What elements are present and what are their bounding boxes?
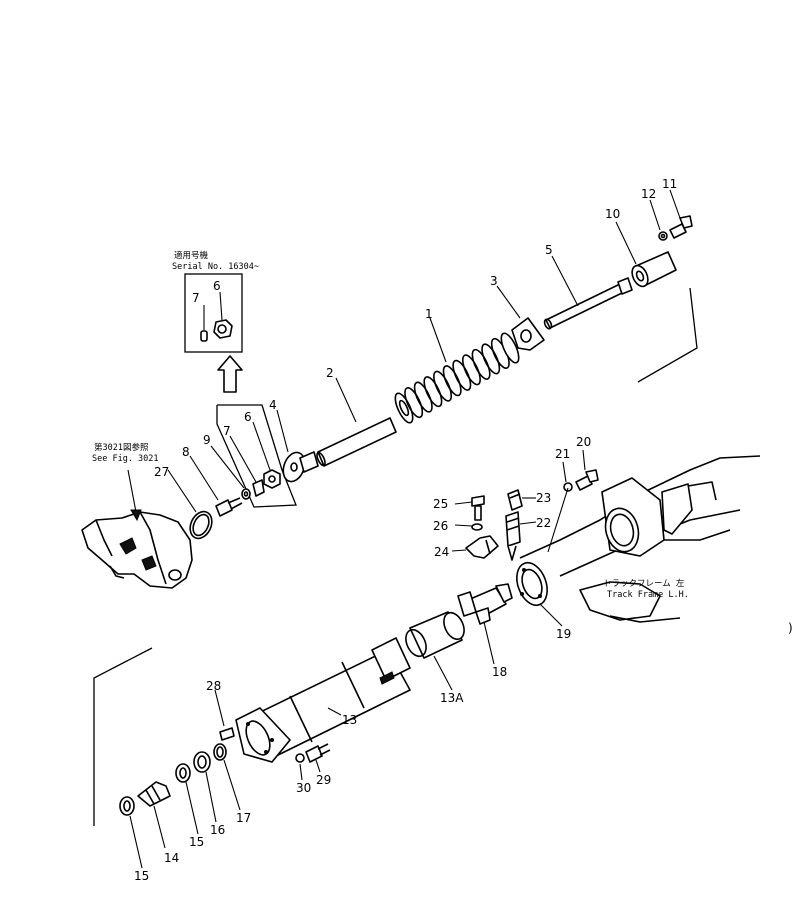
yoke-4: [282, 451, 319, 483]
serial-inset: 適用号機 Serial No. 16304~: [172, 250, 259, 393]
washer-9: [241, 488, 251, 500]
bolt-11: [669, 215, 693, 239]
leader-lines: [129, 189, 681, 869]
spring-1: [394, 332, 520, 424]
washer-21: [563, 482, 573, 492]
spring-coil: [452, 359, 472, 391]
callout-12: 12: [641, 187, 656, 201]
nut-6-inset: [213, 319, 233, 339]
bracket-24: [465, 535, 499, 559]
callout-19: 19: [556, 627, 571, 641]
callout-3: 3: [490, 274, 498, 288]
serial-inset-frame: [184, 273, 243, 353]
callout-5: 5: [545, 243, 553, 257]
spring-coil: [433, 370, 453, 402]
o-ring-27: [189, 510, 213, 540]
washer-12: [658, 231, 668, 241]
callout-2: 2: [326, 366, 334, 380]
cylinder-end-10: [631, 251, 677, 288]
callout-8: 8: [182, 445, 190, 459]
callout-24: 24: [434, 545, 449, 559]
callout-11: 11: [662, 177, 677, 191]
bolt-29: [305, 743, 331, 763]
group-bracket: [216, 404, 297, 508]
callout-21: 21: [555, 447, 570, 461]
callout-13: 13: [342, 713, 357, 727]
spring-coil: [404, 387, 424, 419]
callout-6-inset: 6: [213, 279, 221, 293]
fig-ref-en: See Fig. 3021: [92, 454, 159, 464]
flange-19: [516, 561, 548, 607]
break-line-lower: [93, 647, 153, 826]
seal-16: [193, 751, 211, 773]
callout-22: 22: [536, 516, 551, 530]
spring-coil: [471, 348, 491, 380]
bolt-25: [471, 495, 485, 521]
callout-6: 6: [244, 410, 252, 424]
callout-7-inset: 7: [192, 291, 200, 305]
callout-20: 20: [576, 435, 591, 449]
callout-15-upper: 15: [189, 835, 204, 849]
cylinder-13: [235, 637, 411, 763]
pin-28: [219, 727, 235, 741]
spring-coil: [461, 354, 481, 386]
callout-28: 28: [206, 679, 221, 693]
spring-coil: [500, 332, 520, 364]
serial-note-en: Serial No. 16304~: [172, 262, 259, 272]
callout-27: 27: [154, 465, 169, 479]
break-line-upper: [637, 287, 698, 383]
callout-25: 25: [433, 497, 448, 511]
track-frame-en: Track Frame L.H.: [607, 590, 689, 600]
washer-30: [295, 753, 305, 763]
callout-7: 7: [223, 424, 231, 438]
ring-17: [213, 743, 227, 761]
ring-15-lower: [119, 796, 135, 816]
wiper-14: [137, 781, 171, 807]
spring-seat-3: [511, 317, 545, 351]
rod-5: [543, 277, 633, 330]
callout-18: 18: [492, 665, 507, 679]
fitting-23: [507, 489, 523, 511]
spring-coil: [423, 376, 443, 408]
spring-coil: [413, 381, 433, 413]
pin-7-inset: [200, 330, 208, 342]
idler-housing: [81, 511, 193, 589]
spring-coil: [442, 365, 462, 397]
track-frame-jp: トラックフレーム 左: [603, 578, 685, 589]
rod-2: [316, 417, 397, 467]
spring-end-bore: [398, 399, 410, 417]
callout-23: 23: [536, 491, 551, 505]
edge-mark: ): [788, 621, 793, 635]
serial-note-jp: 適用号機: [174, 250, 209, 261]
spring-coil: [394, 392, 414, 424]
fig-ref-jp: 第3021図参照: [94, 442, 149, 453]
piston-18: [457, 583, 513, 625]
callout-29: 29: [316, 773, 331, 787]
sleeve-13a: [405, 611, 465, 659]
callout-10: 10: [605, 207, 620, 221]
callout-15-lower: 15: [134, 869, 149, 883]
bolt-8: [215, 497, 243, 517]
pin-7: [252, 479, 265, 497]
callout-13a: 13A: [440, 691, 464, 705]
callout-16: 16: [210, 823, 225, 837]
callout-4: 4: [269, 398, 277, 412]
callout-30: 30: [296, 781, 311, 795]
up-arrow: [217, 355, 243, 393]
callout-9: 9: [203, 433, 211, 447]
callout-14: 14: [164, 851, 179, 865]
nut-6: [263, 469, 281, 489]
fig-ref-arrow: [127, 469, 142, 522]
bolt-20: [575, 469, 599, 491]
valve-22: [505, 511, 521, 561]
washer-26: [471, 523, 483, 531]
spring-coil: [481, 343, 501, 375]
callout-1: 1: [425, 307, 433, 321]
callout-17: 17: [236, 811, 251, 825]
track-frame-lh: [519, 455, 761, 623]
callout-numbers: 1 2 3 4 5 6 6 7 7 8 9 10 11 12 13 13A 14…: [134, 177, 677, 883]
ring-15-upper: [175, 763, 191, 783]
callout-26: 26: [433, 519, 448, 533]
